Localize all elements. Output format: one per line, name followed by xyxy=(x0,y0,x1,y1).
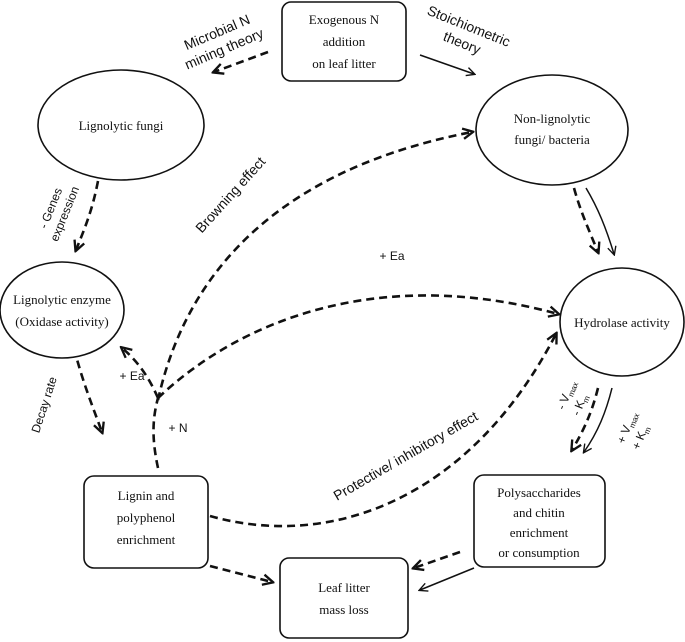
arrow-browning-effect xyxy=(156,132,472,401)
label-browning-effect: Browning effect xyxy=(192,153,268,235)
label-plus-n: + N xyxy=(168,421,187,435)
label-genes-expression: - Genesexpression xyxy=(33,179,82,244)
arrow-non-lignolytic-to-hydrolase-solid xyxy=(585,187,614,254)
svg-text:Hydrolase activity: Hydrolase activity xyxy=(574,315,670,330)
label-microbial-n-mining: Microbial Nmining theory xyxy=(175,8,266,72)
label-ea-left: + Ea xyxy=(119,369,144,383)
arrow-ea-to-enzyme xyxy=(122,348,160,399)
label-minus-kinetics: - Vmax - Km xyxy=(554,381,592,419)
svg-text:+ Km: + Km xyxy=(629,423,653,453)
svg-text:+ Vmax: + Vmax xyxy=(614,409,641,446)
arrow-hydrolase-to-polysaccharides-dashed xyxy=(572,387,600,450)
arrow-enzyme-to-lignin xyxy=(72,347,102,432)
node-lignolytic-fungi: Lignolytic fungi xyxy=(37,69,205,181)
node-lignolytic-enzyme: Lignolytic enzyme(Oxidase activity) xyxy=(0,261,125,359)
arrow-non-lignolytic-to-hydrolase-dashed xyxy=(572,187,598,252)
label-protective-inhibitory: Protective/ inhibitory effect xyxy=(331,408,481,504)
label-ea-top: + Ea xyxy=(379,249,404,263)
svg-text:- Km: - Km xyxy=(569,392,592,419)
arrow-exogenous-to-non-lignolytic xyxy=(419,54,474,74)
arrow-fungi-to-enzyme xyxy=(76,180,100,250)
arrow-lignin-to-mass-loss xyxy=(209,564,272,582)
node-hydrolase: Hydrolase activity xyxy=(559,267,685,377)
arrow-hydrolase-to-polysaccharides-solid xyxy=(584,387,613,452)
arrow-protective-inhibitory-effect xyxy=(209,334,556,528)
arrow-polysaccharides-to-mass-loss-solid xyxy=(420,567,475,590)
arrow-polysaccharides-to-mass-loss-dashed xyxy=(414,550,461,568)
label-stoichiometric-theory: Stoichiometrictheory xyxy=(418,2,512,66)
label-decay-rate: Decay rate xyxy=(29,375,60,435)
svg-text:Lignolytic fungi: Lignolytic fungi xyxy=(79,118,164,133)
arrow-plus-n-stem xyxy=(152,397,160,469)
svg-text:Lignolytic enzyme(Oxidase acti: Lignolytic enzyme(Oxidase activity) xyxy=(13,292,111,329)
label-plus-kinetics: + Vmax + Km xyxy=(614,409,653,453)
arrow-exogenous-to-lignolytic-fungi xyxy=(214,50,269,72)
arrow-ea-to-hydrolase xyxy=(157,294,558,399)
